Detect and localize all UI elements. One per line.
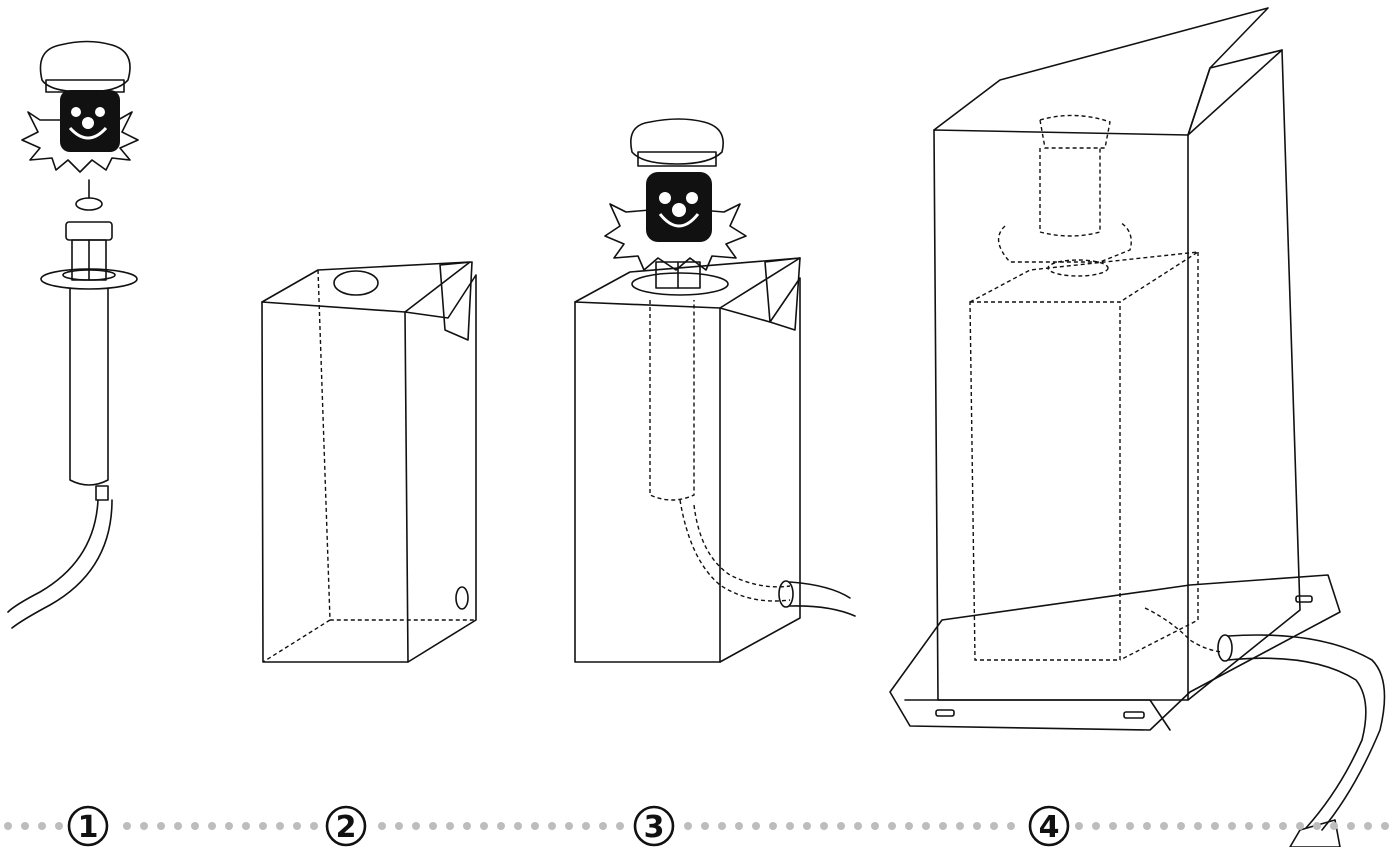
guide-dot bbox=[939, 822, 947, 830]
guide-dot bbox=[735, 822, 743, 830]
step-number-4: 4 bbox=[1039, 810, 1060, 845]
guide-dot bbox=[1075, 822, 1083, 830]
guide-dot bbox=[888, 822, 896, 830]
guide-dot bbox=[531, 822, 539, 830]
guide-dot bbox=[684, 822, 692, 830]
step-1-illustration bbox=[7, 40, 139, 629]
guide-dot bbox=[378, 822, 386, 830]
guide-dot bbox=[1279, 822, 1287, 830]
guide-dot bbox=[1092, 822, 1100, 830]
guide-dot bbox=[1296, 822, 1304, 830]
guide-dot bbox=[123, 822, 131, 830]
guide-dot bbox=[1143, 822, 1151, 830]
guide-dot bbox=[616, 822, 624, 830]
guide-dot bbox=[803, 822, 811, 830]
guide-dot bbox=[497, 822, 505, 830]
guide-dot bbox=[1313, 822, 1321, 830]
guide-dot bbox=[582, 822, 590, 830]
guide-dot bbox=[191, 822, 199, 830]
guide-dot bbox=[973, 822, 981, 830]
guide-dot bbox=[446, 822, 454, 830]
guide-dot bbox=[905, 822, 913, 830]
guide-dot bbox=[769, 822, 777, 830]
step-dotted-line bbox=[4, 822, 1389, 830]
guide-dot bbox=[786, 822, 794, 830]
guide-dot bbox=[1330, 822, 1338, 830]
guide-dot bbox=[174, 822, 182, 830]
guide-dot bbox=[701, 822, 709, 830]
step-number-1: 1 bbox=[78, 810, 99, 845]
guide-dot bbox=[21, 822, 29, 830]
guide-dot bbox=[293, 822, 301, 830]
guide-dot bbox=[1194, 822, 1202, 830]
guide-dot bbox=[1160, 822, 1168, 830]
guide-dot bbox=[718, 822, 726, 830]
guide-dot bbox=[395, 822, 403, 830]
guide-dot bbox=[1347, 822, 1355, 830]
guide-dot bbox=[871, 822, 879, 830]
guide-dot bbox=[208, 822, 216, 830]
guide-dot bbox=[752, 822, 760, 830]
guide-dot bbox=[1381, 822, 1389, 830]
guide-dot bbox=[837, 822, 845, 830]
guide-dot bbox=[463, 822, 471, 830]
step-number-2: 2 bbox=[336, 810, 357, 845]
guide-dot bbox=[1364, 822, 1372, 830]
guide-dot bbox=[1228, 822, 1236, 830]
guide-dot bbox=[548, 822, 556, 830]
guide-dot bbox=[412, 822, 420, 830]
guide-dot bbox=[1007, 822, 1015, 830]
guide-dot bbox=[4, 822, 12, 830]
guide-dot bbox=[956, 822, 964, 830]
step-marker-2: 2 bbox=[325, 805, 367, 847]
step-3-illustration bbox=[574, 118, 856, 663]
guide-dot bbox=[990, 822, 998, 830]
guide-dot bbox=[1245, 822, 1253, 830]
guide-dot bbox=[1126, 822, 1134, 830]
guide-dot bbox=[429, 822, 437, 830]
guide-dot bbox=[157, 822, 165, 830]
guide-dot bbox=[225, 822, 233, 830]
guide-dot bbox=[242, 822, 250, 830]
guide-dot bbox=[310, 822, 318, 830]
guide-dot bbox=[514, 822, 522, 830]
guide-dot bbox=[1262, 822, 1270, 830]
guide-dot bbox=[854, 822, 862, 830]
guide-dot bbox=[480, 822, 488, 830]
step-2-illustration bbox=[261, 261, 477, 663]
guide-dot bbox=[922, 822, 930, 830]
guide-dot bbox=[276, 822, 284, 830]
step-4-illustration bbox=[889, 7, 1386, 847]
guide-dot bbox=[1211, 822, 1219, 830]
guide-dot bbox=[55, 822, 63, 830]
guide-dot bbox=[565, 822, 573, 830]
guide-dot bbox=[259, 822, 267, 830]
guide-dot bbox=[820, 822, 828, 830]
guide-dot bbox=[599, 822, 607, 830]
guide-dot bbox=[1109, 822, 1117, 830]
step-marker-4: 4 bbox=[1028, 805, 1070, 847]
guide-dot bbox=[1177, 822, 1185, 830]
guide-dot bbox=[140, 822, 148, 830]
step-number-3: 3 bbox=[644, 810, 665, 845]
guide-dot bbox=[38, 822, 46, 830]
step-marker-1: 1 bbox=[67, 805, 109, 847]
step-marker-3: 3 bbox=[633, 805, 675, 847]
